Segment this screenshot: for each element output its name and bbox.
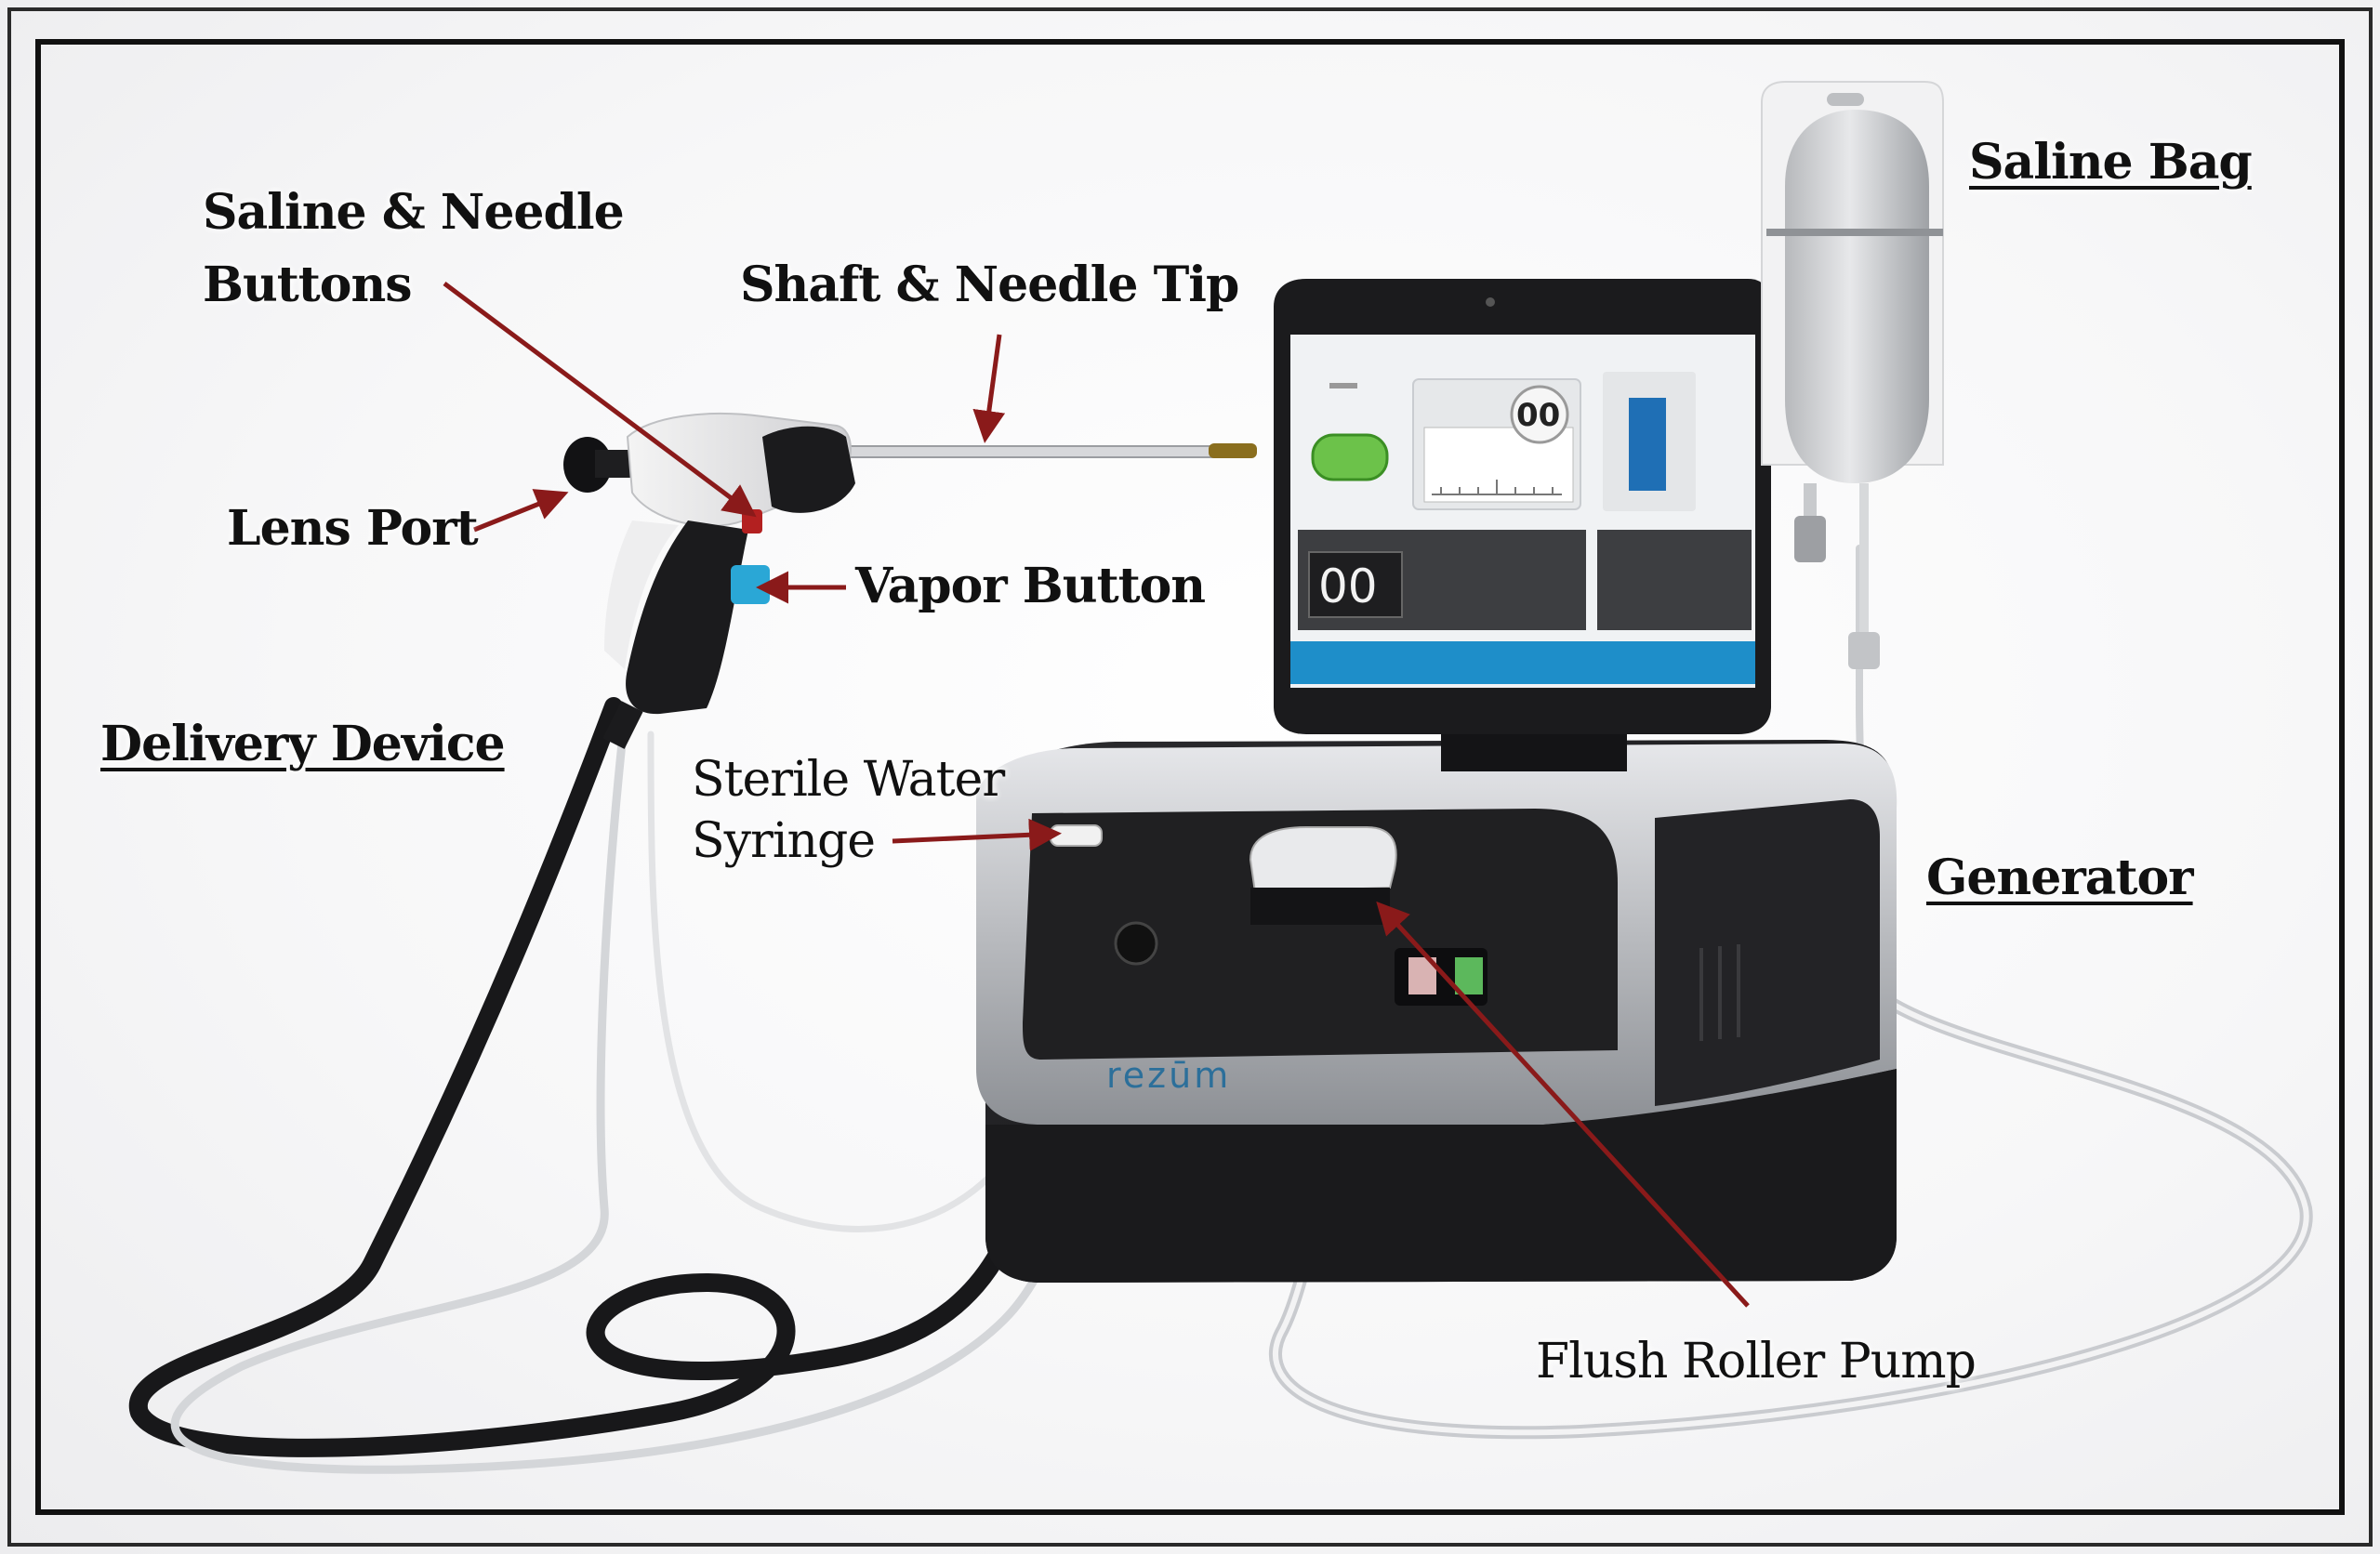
pointer-arrows xyxy=(443,281,1750,1308)
arrow-pointer-icon xyxy=(892,818,1062,851)
generator-unit xyxy=(976,740,1897,1283)
camera-dot-icon xyxy=(1486,297,1495,307)
screen-counter-top: 00 xyxy=(1516,397,1560,434)
label-saline-bag: Saline Bag xyxy=(1969,134,2253,191)
inner-border xyxy=(35,39,2345,1515)
label-lens-port: Lens Port xyxy=(227,500,479,557)
screen-counter-main: 00 xyxy=(1318,560,1378,613)
brand-logo: rezūm xyxy=(1106,1055,1231,1096)
label-sterile-water-line1: Sterile Water xyxy=(692,752,1005,808)
label-saline-needle-line2: Buttons xyxy=(203,257,413,313)
label-delivery-device: Delivery Device xyxy=(100,716,506,772)
label-flush-roller-pump: Flush Roller Pump xyxy=(1536,1334,1977,1389)
saline-bag xyxy=(1761,81,1944,669)
label-shaft-needle-tip: Shaft & Needle Tip xyxy=(740,257,1239,313)
label-saline-needle-line1: Saline & Needle xyxy=(203,184,625,241)
label-generator: Generator xyxy=(1926,849,2194,906)
arrow-pointer-icon xyxy=(443,281,757,518)
label-vapor-button: Vapor Button xyxy=(855,558,1206,614)
outer-border xyxy=(7,7,2373,1547)
monitor xyxy=(1274,279,1771,771)
arrow-pointer-icon xyxy=(1376,901,1750,1308)
arrow-pointer-icon xyxy=(473,489,569,533)
label-sterile-water-line2: Syringe xyxy=(692,813,876,869)
arrow-pointer-icon xyxy=(972,334,1006,443)
